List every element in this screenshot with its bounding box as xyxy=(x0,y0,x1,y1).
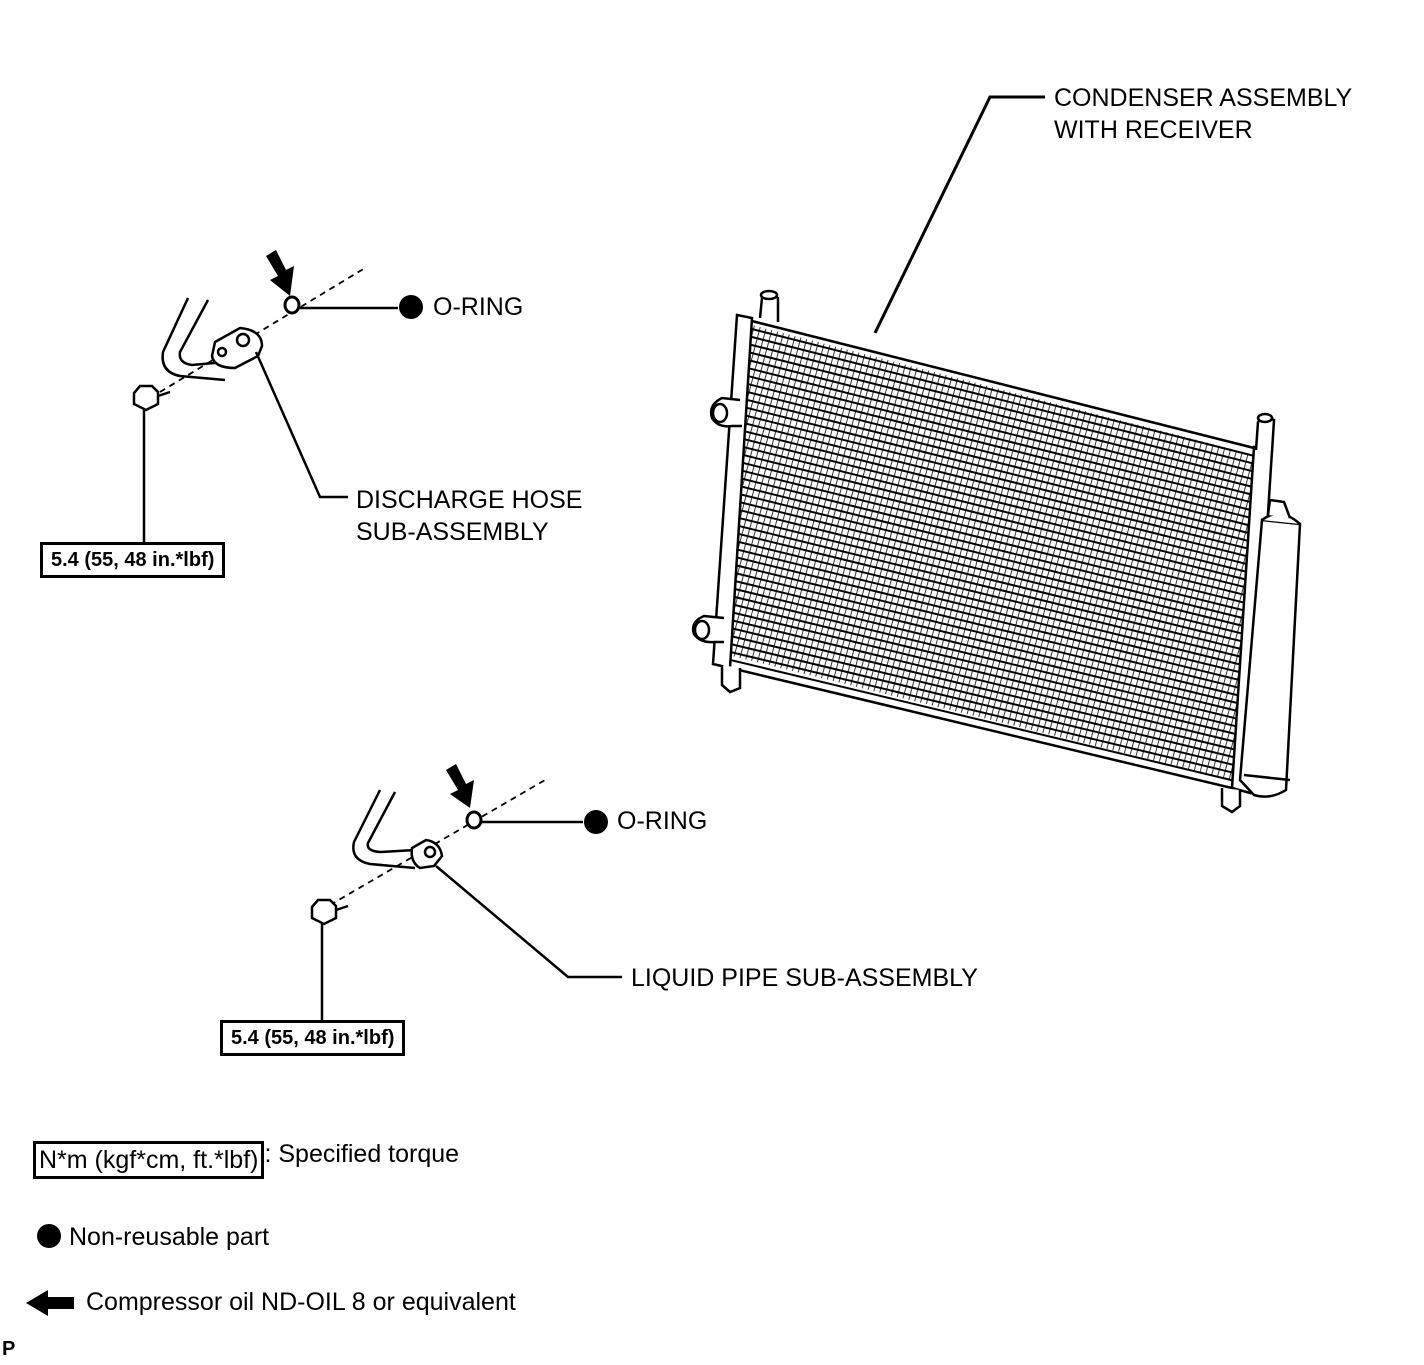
condenser-tube xyxy=(738,332,1262,467)
condenser-assembly xyxy=(691,289,1302,814)
upper-bolt xyxy=(132,384,160,412)
condenser-tube xyxy=(729,482,1252,614)
condenser-leader xyxy=(873,95,1045,334)
condenser-tube xyxy=(717,664,1241,791)
liquid-pipe-leader xyxy=(435,865,622,979)
condenser-tube xyxy=(719,632,1243,761)
condenser-tube xyxy=(726,529,1249,660)
lower-o-ring-shape xyxy=(465,810,483,830)
condenser-label-line2: WITH RECEIVER xyxy=(1054,116,1253,144)
discharge-hose-tube xyxy=(161,297,226,382)
condenser-tube xyxy=(737,348,1261,482)
lower-bolt xyxy=(310,898,338,926)
bottom-fitting-right xyxy=(1220,788,1242,814)
filled-dot-icon xyxy=(37,1224,61,1248)
condenser-tube xyxy=(724,553,1248,683)
condenser-tube xyxy=(726,522,1250,652)
bottom-fitting-left xyxy=(720,665,742,694)
condenser-tube xyxy=(732,427,1256,560)
upper-o-ring-label: O-RING xyxy=(433,293,524,321)
condenser-tube xyxy=(723,577,1246,706)
condenser-tubes xyxy=(717,317,1263,791)
discharge-hose-leader xyxy=(254,351,348,499)
condenser-tube xyxy=(730,466,1253,598)
upper-axis-line xyxy=(159,267,366,393)
condenser-tube xyxy=(734,403,1257,536)
condenser-tube xyxy=(721,600,1245,730)
condenser-tube xyxy=(728,490,1252,621)
condenser-tube xyxy=(727,514,1250,645)
condenser-tube xyxy=(737,356,1260,490)
condenser-tube xyxy=(719,640,1242,768)
condenser-tube xyxy=(735,380,1259,513)
legend-torque-unit: N*m (kgf*cm, ft.*lbf) xyxy=(33,1141,265,1179)
oil-arrow-icon-lower xyxy=(446,764,474,808)
condenser-tube xyxy=(739,317,1263,451)
discharge-hose-label-line2: SUB-ASSEMBLY xyxy=(356,518,549,546)
condenser-tube xyxy=(722,593,1245,722)
condenser-tube xyxy=(739,324,1262,459)
legend-compressor-oil: Compressor oil ND-OIL 8 or equivalent xyxy=(86,1288,516,1316)
upper-non-reusable-dot xyxy=(399,295,423,319)
upper-o-ring-shape xyxy=(283,295,301,315)
condenser-tube xyxy=(727,506,1251,637)
condenser-tube xyxy=(731,443,1255,575)
condenser-tube xyxy=(718,656,1241,784)
legend-non-reusable: Non-reusable part xyxy=(69,1223,270,1251)
legend-torque: N*m (kgf*cm, ft.*lbf): Specified torque xyxy=(33,1140,460,1179)
condenser-tube xyxy=(725,545,1248,676)
condenser-tube xyxy=(738,340,1261,475)
condenser-tube xyxy=(723,569,1247,699)
discharge-hose-label-line1: DISCHARGE HOSE xyxy=(356,486,583,514)
condenser-tube xyxy=(734,395,1258,529)
condenser-label: CONDENSER ASSEMBLY WITH RECEIVER xyxy=(1054,82,1352,146)
condenser-tube xyxy=(720,624,1243,753)
condenser-tube xyxy=(722,585,1246,714)
condenser-tube xyxy=(728,498,1251,629)
liquid-pipe-tube xyxy=(352,789,416,870)
condenser-tube xyxy=(720,616,1244,745)
discharge-hose-group xyxy=(132,267,366,412)
condenser-label-line1: CONDENSER ASSEMBLY xyxy=(1054,84,1353,112)
condenser-tube xyxy=(736,372,1259,506)
condenser-tube xyxy=(736,364,1260,498)
condenser-tube xyxy=(721,608,1244,737)
condenser-tube xyxy=(729,474,1253,606)
condenser-tube xyxy=(733,419,1256,552)
condenser-tube xyxy=(735,388,1258,521)
lower-non-reusable-dot xyxy=(584,810,608,834)
condenser-tube xyxy=(724,561,1247,691)
lower-torque-spec: 5.4 (55, 48 in.*lbf) xyxy=(220,1020,406,1056)
corner-mark: P xyxy=(2,1338,16,1360)
upper-torque-spec: 5.4 (55, 48 in.*lbf) xyxy=(40,542,226,578)
oil-arrow-icon xyxy=(26,1290,74,1316)
condenser-tube xyxy=(725,537,1249,668)
condenser-tube xyxy=(732,435,1255,567)
oil-arrow-icon-upper xyxy=(266,250,294,296)
legend-torque-desc: : Specified torque xyxy=(264,1140,460,1168)
lower-axis-line xyxy=(329,779,546,906)
condenser-tube xyxy=(730,458,1254,591)
liquid-pipe-label: LIQUID PIPE SUB-ASSEMBLY xyxy=(631,964,978,992)
discharge-hose-label: DISCHARGE HOSE SUB-ASSEMBLY xyxy=(356,484,582,548)
condenser-tube xyxy=(733,411,1257,544)
liquid-pipe-group xyxy=(310,779,546,926)
condenser-tube xyxy=(731,451,1254,583)
receiver-drier xyxy=(1238,518,1302,798)
lower-o-ring-label: O-RING xyxy=(617,807,708,835)
condenser-tube xyxy=(718,648,1242,776)
